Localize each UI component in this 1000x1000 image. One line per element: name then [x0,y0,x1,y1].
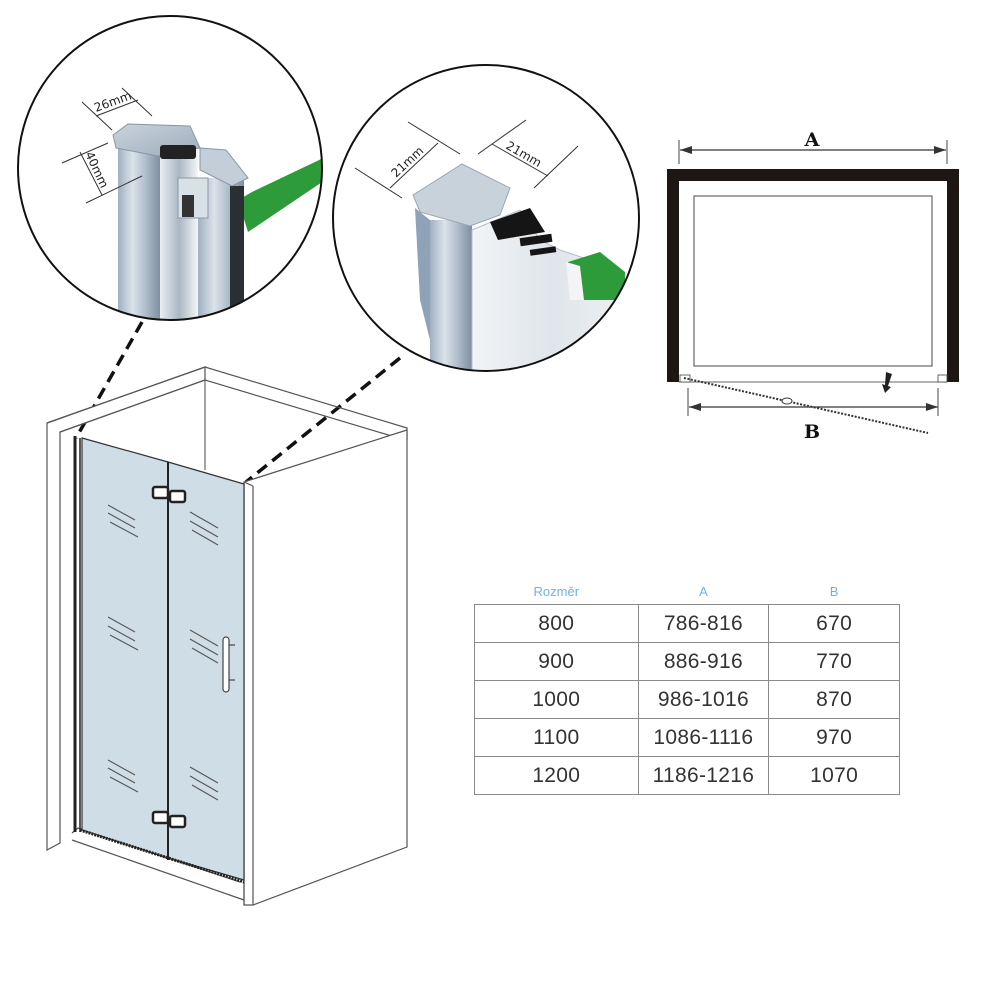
table-row: 1000 986-1016 870 [474,680,900,719]
cell-b: 870 [768,680,900,719]
cell-size: 900 [474,642,639,681]
cell-b: 1070 [768,756,900,795]
dimension-label: 21mm [388,144,426,181]
header-a: A [699,583,708,599]
size-table: Rozměr A B 800 786-816 670 900 886-916 7… [474,578,900,795]
plan-view-diagram: A B [667,129,959,443]
wall-profile-detail: 21mm 21mm [332,64,640,372]
leader-line [74,321,144,439]
hinge-profile-detail: 26mm 40mm [17,15,323,321]
header-rozmer: Rozměr [533,583,580,599]
cell-size: 1200 [474,756,639,795]
cell-b: 670 [768,604,900,643]
table-row: 900 886-916 770 [474,642,900,681]
leader-line [244,356,402,484]
cell-b: 970 [768,718,900,757]
table-row: 1200 1186-1216 1070 [474,756,900,795]
table-row: 800 786-816 670 [474,604,900,643]
cell-size: 800 [474,604,639,643]
dimension-label: 26mm [92,88,133,114]
shower-door-illustration [46,366,408,906]
cell-size: 1000 [474,680,639,719]
header-b: B [829,583,839,599]
plan-label-b: B [804,421,820,443]
cell-a: 886-916 [637,642,770,681]
cell-a: 986-1016 [637,680,770,719]
size-table-header: Rozměr A B [475,578,900,605]
cell-b: 770 [768,642,900,681]
table-row: 1100 1086-1116 970 [474,718,900,757]
dimension-label: 40mm [82,149,111,190]
cell-a: 786-816 [637,604,770,643]
cell-a: 1186-1216 [637,756,770,795]
cell-size: 1100 [474,718,639,757]
plan-label-a: A [804,129,820,151]
cell-a: 1086-1116 [637,718,770,757]
